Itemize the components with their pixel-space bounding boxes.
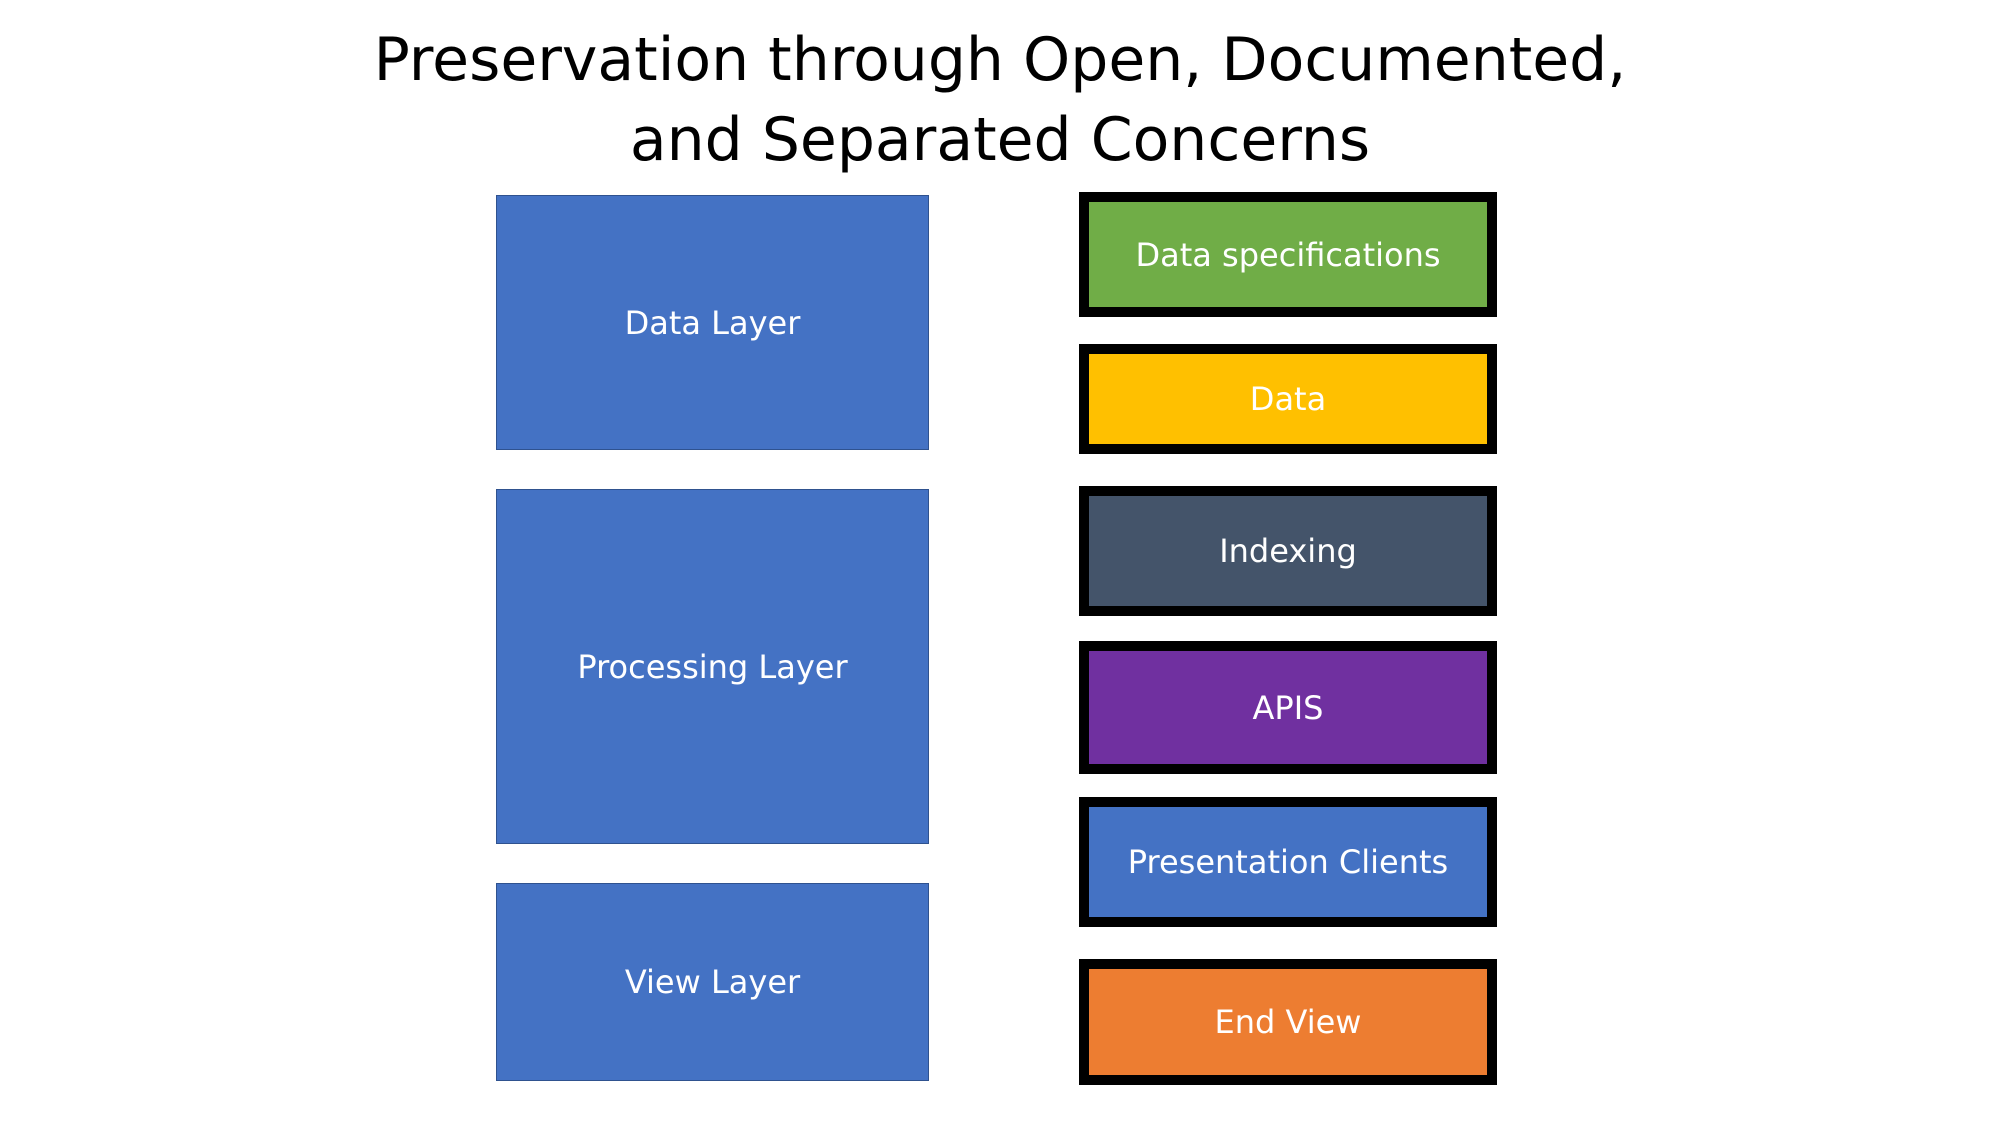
indexing-label: Indexing — [1219, 532, 1357, 570]
presentation-clients-label: Presentation Clients — [1127, 843, 1449, 881]
data-specifications-label: Data specifications — [1135, 235, 1441, 274]
processing-layer-label: Processing Layer — [577, 647, 848, 686]
data-specifications-box: Data specifications — [1079, 192, 1497, 317]
data-label: Data — [1249, 380, 1327, 418]
end-view-box: End View — [1079, 959, 1497, 1085]
data-layer-box: Data Layer — [496, 195, 929, 450]
apis-box: APIS — [1079, 641, 1497, 774]
processing-layer-box: Processing Layer — [496, 489, 929, 844]
data-layer-label: Data Layer — [624, 303, 801, 342]
view-layer-label: View Layer — [624, 963, 801, 1001]
view-layer-box: View Layer — [496, 883, 929, 1081]
data-box: Data — [1079, 344, 1497, 454]
end-view-label: End View — [1214, 1003, 1362, 1041]
apis-label: APIS — [1252, 688, 1324, 727]
slide-title-line-2: and Separated Concerns — [629, 105, 1371, 175]
slide-title-line-1: Preservation through Open, Documented, — [373, 25, 1627, 95]
indexing-box: Indexing — [1079, 486, 1497, 616]
presentation-clients-box: Presentation Clients — [1079, 797, 1497, 927]
